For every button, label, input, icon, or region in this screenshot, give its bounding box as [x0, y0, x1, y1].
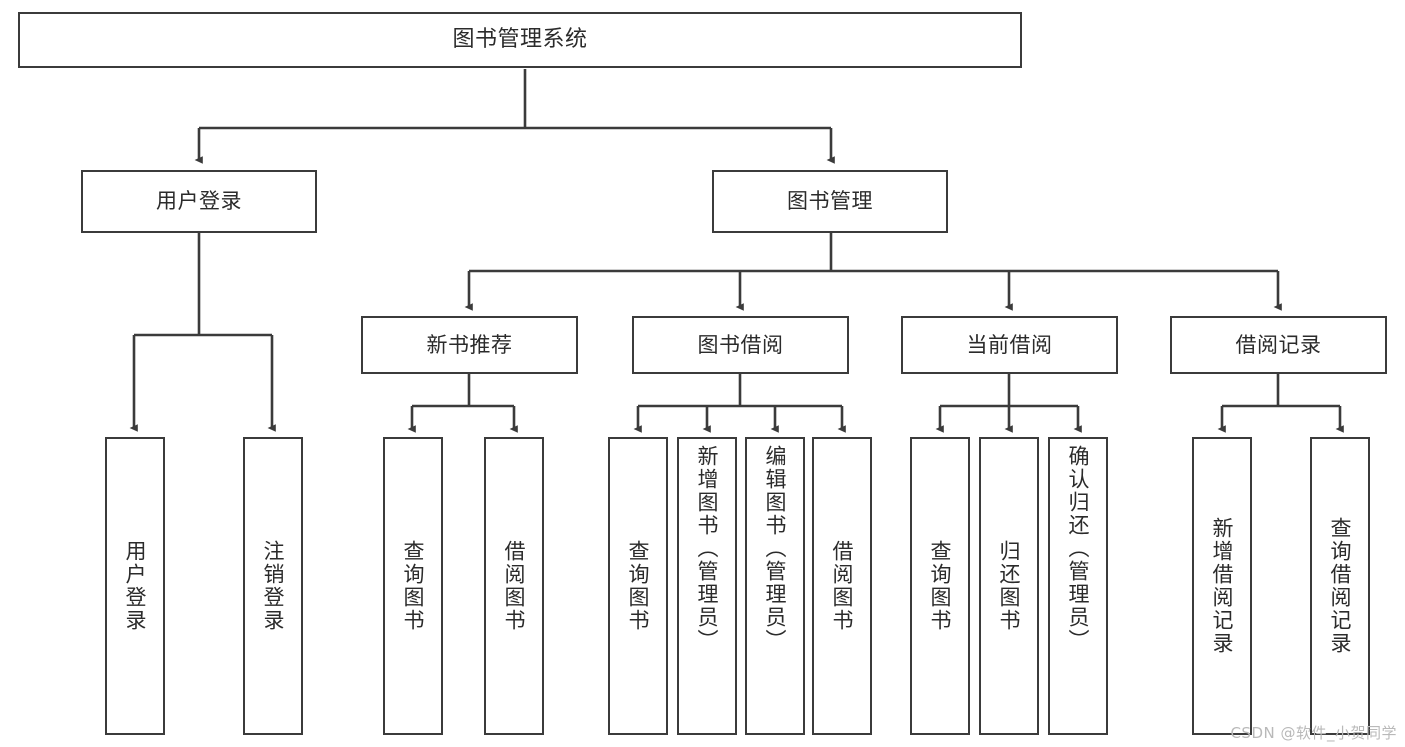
- edge-book-manage-to-level3: [464, 233, 1282, 311]
- node-label: 用户登录: [156, 189, 242, 214]
- edge-book-borrow-to-leaves: [633, 374, 846, 433]
- node-label: 借阅图书: [830, 540, 855, 632]
- node-label: 查询图书: [401, 540, 426, 632]
- node-label: 借阅图书: [502, 540, 527, 632]
- node-borrowing-record[interactable]: 借阅记录: [1170, 316, 1387, 374]
- node-label: 当前借阅: [966, 332, 1053, 357]
- leaf-add-book-admin[interactable]: 新增图书（管理员）: [677, 437, 737, 735]
- leaf-current-query-book[interactable]: 查询图书: [910, 437, 970, 735]
- csdn-watermark: CSDN @软件_小贺同学: [1230, 724, 1397, 742]
- leaf-user-logout[interactable]: 注销登录: [243, 437, 303, 735]
- leaf-user-login[interactable]: 用户登录: [105, 437, 165, 735]
- node-label: 图书管理系统: [452, 26, 588, 52]
- node-new-book-recommendation[interactable]: 新书推荐: [361, 316, 578, 374]
- node-label: 新增借阅记录: [1210, 517, 1235, 655]
- edge-new-book-rec-to-leaves: [407, 374, 518, 433]
- leaf-edit-book-admin[interactable]: 编辑图书（管理员）: [745, 437, 805, 735]
- node-book-borrowing[interactable]: 图书借阅: [632, 316, 849, 374]
- node-label: 确认归还（管理员）: [1066, 445, 1091, 652]
- node-label: 新增图书（管理员）: [695, 445, 720, 652]
- leaf-return-book[interactable]: 归还图书: [979, 437, 1039, 735]
- node-user-login[interactable]: 用户登录: [81, 170, 317, 233]
- edge-user-login-to-leaves: [129, 233, 276, 432]
- node-book-management[interactable]: 图书管理: [712, 170, 948, 233]
- node-label: 查询图书: [626, 540, 651, 632]
- edge-current-borrow-to-leaves: [935, 374, 1082, 433]
- leaf-confirm-return-admin[interactable]: 确认归还（管理员）: [1048, 437, 1108, 735]
- edge-borrow-record-to-leaves: [1217, 374, 1344, 433]
- node-label: 查询图书: [928, 540, 953, 632]
- leaf-new-book-query-book[interactable]: 查询图书: [383, 437, 443, 735]
- node-label: 归还图书: [997, 540, 1022, 632]
- node-label: 新书推荐: [426, 332, 513, 357]
- edge-root-to-level2: [194, 69, 835, 164]
- leaf-new-book-borrow-book[interactable]: 借阅图书: [484, 437, 544, 735]
- node-label: 图书借阅: [697, 332, 784, 357]
- node-label: 借阅记录: [1235, 332, 1322, 357]
- leaf-query-borrow-record[interactable]: 查询借阅记录: [1310, 437, 1370, 735]
- node-label: 用户登录: [123, 540, 148, 632]
- node-label: 注销登录: [261, 540, 286, 632]
- node-current-borrowing[interactable]: 当前借阅: [901, 316, 1118, 374]
- node-root-book-management-system[interactable]: 图书管理系统: [18, 12, 1022, 68]
- leaf-borrow-borrow-book[interactable]: 借阅图书: [812, 437, 872, 735]
- node-label: 图书管理: [787, 189, 873, 214]
- node-label: 查询借阅记录: [1328, 517, 1353, 655]
- node-label: 编辑图书（管理员）: [763, 445, 788, 652]
- leaf-borrow-query-book[interactable]: 查询图书: [608, 437, 668, 735]
- leaf-add-borrow-record[interactable]: 新增借阅记录: [1192, 437, 1252, 735]
